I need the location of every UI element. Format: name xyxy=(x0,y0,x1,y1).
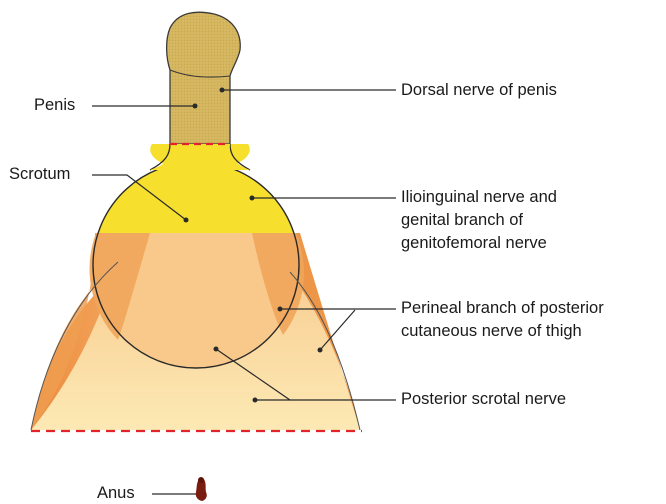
label-anus: Anus xyxy=(97,483,135,504)
label-perineal-2: cutaneous nerve of thigh xyxy=(401,321,582,342)
label-dorsal-nerve: Dorsal nerve of penis xyxy=(401,80,557,101)
anus-marker xyxy=(196,477,207,501)
label-scrotum: Scrotum xyxy=(9,164,70,185)
label-penis: Penis xyxy=(34,95,75,116)
label-ilioinguinal-3: genitofemoral nerve xyxy=(401,233,547,254)
label-posterior-scrotal: Posterior scrotal nerve xyxy=(401,389,566,410)
penis xyxy=(150,12,250,170)
label-perineal-1: Perineal branch of posterior xyxy=(401,298,604,319)
label-ilioinguinal-1: Ilioinguinal nerve and xyxy=(401,187,557,208)
label-ilioinguinal-2: genital branch of xyxy=(401,210,523,231)
